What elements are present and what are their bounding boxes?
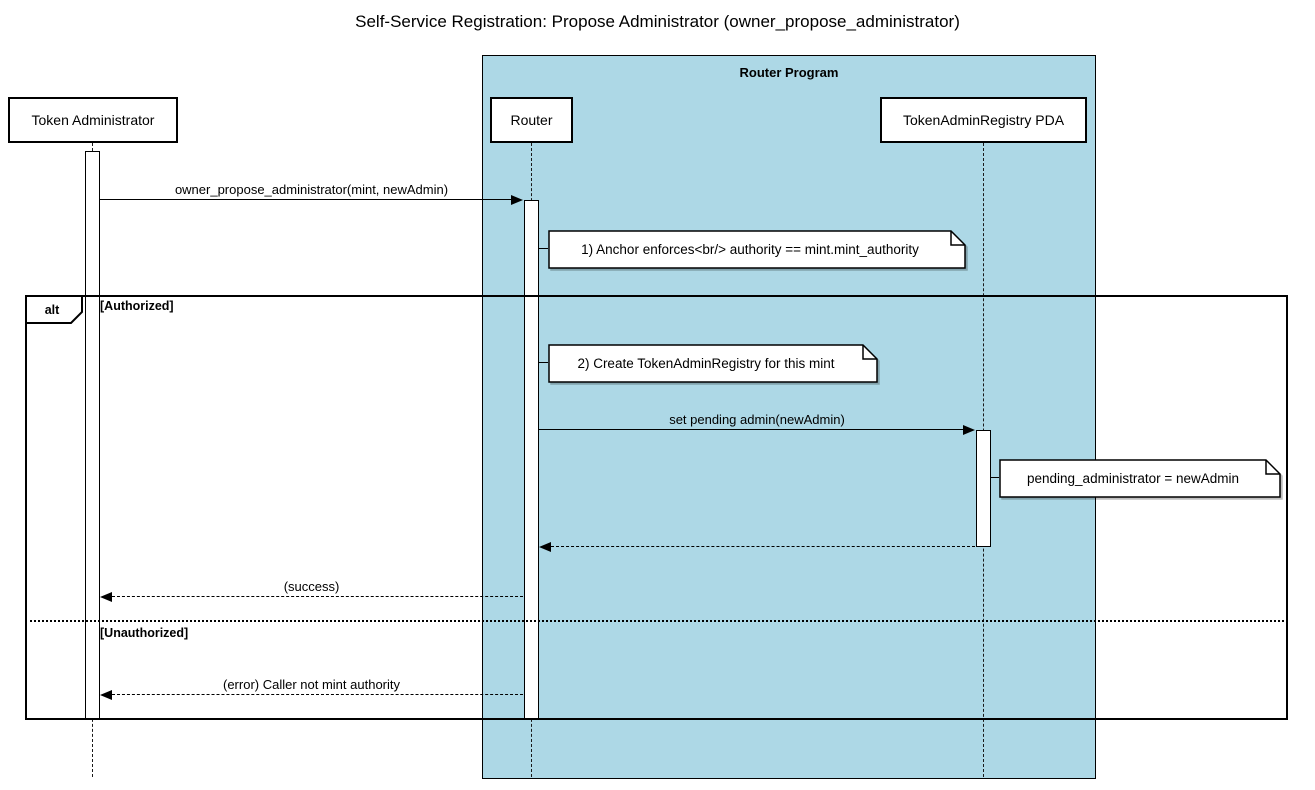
message-set-pending-label: set pending admin(newAdmin) (669, 412, 845, 427)
message-set-pending-line (539, 429, 964, 430)
arrowhead-left-icon (100, 690, 112, 700)
participant-registry-pda: TokenAdminRegistry PDA (880, 97, 1087, 143)
note-anchor-enforces: 1) Anchor enforces<br/> authority == min… (548, 230, 966, 269)
message-error-line (112, 694, 523, 695)
message-success-label: (success) (283, 579, 340, 594)
message-error-label: (error) Caller not mint authority (223, 677, 400, 692)
note-create-registry: 2) Create TokenAdminRegistry for this mi… (548, 344, 878, 383)
note-3-connector (991, 477, 999, 478)
participant-router-label: Router (510, 112, 553, 128)
alt-condition-authorized: [Authorized] (100, 299, 174, 313)
arrowhead-right-icon (963, 425, 975, 435)
participant-registry-pda-label: TokenAdminRegistry PDA (902, 112, 1065, 128)
alt-divider (25, 620, 1288, 622)
alt-tab: alt (25, 295, 83, 324)
arrowhead-left-icon (100, 592, 112, 602)
note-anchor-enforces-text: 1) Anchor enforces<br/> authority == min… (581, 242, 919, 257)
note-2-connector (539, 362, 548, 363)
alt-tab-label: alt (45, 303, 60, 317)
note-1-connector (539, 248, 548, 249)
return-pda-line (551, 546, 975, 547)
arrowhead-right-icon (511, 195, 523, 205)
alt-condition-unauthorized: [Unauthorized] (100, 626, 189, 640)
participant-router: Router (490, 97, 573, 143)
participant-token-administrator: Token Administrator (8, 97, 178, 143)
message-propose-label: owner_propose_administrator(mint, newAdm… (174, 182, 449, 197)
alt-frame (25, 295, 1288, 720)
activation-registry-pda (976, 430, 991, 547)
router-program-label: Router Program (739, 65, 839, 80)
message-propose-line (100, 199, 512, 200)
note-create-registry-text: 2) Create TokenAdminRegistry for this mi… (577, 356, 834, 371)
participant-token-administrator-label: Token Administrator (31, 112, 155, 128)
arrowhead-left-icon (539, 542, 551, 552)
note-pending-administrator-text: pending_administrator = newAdmin (1027, 471, 1239, 486)
message-success-line (112, 596, 523, 597)
diagram-title: Self-Service Registration: Propose Admin… (355, 12, 960, 31)
router-program-frame (482, 55, 1096, 779)
note-pending-administrator: pending_administrator = newAdmin (999, 459, 1281, 498)
